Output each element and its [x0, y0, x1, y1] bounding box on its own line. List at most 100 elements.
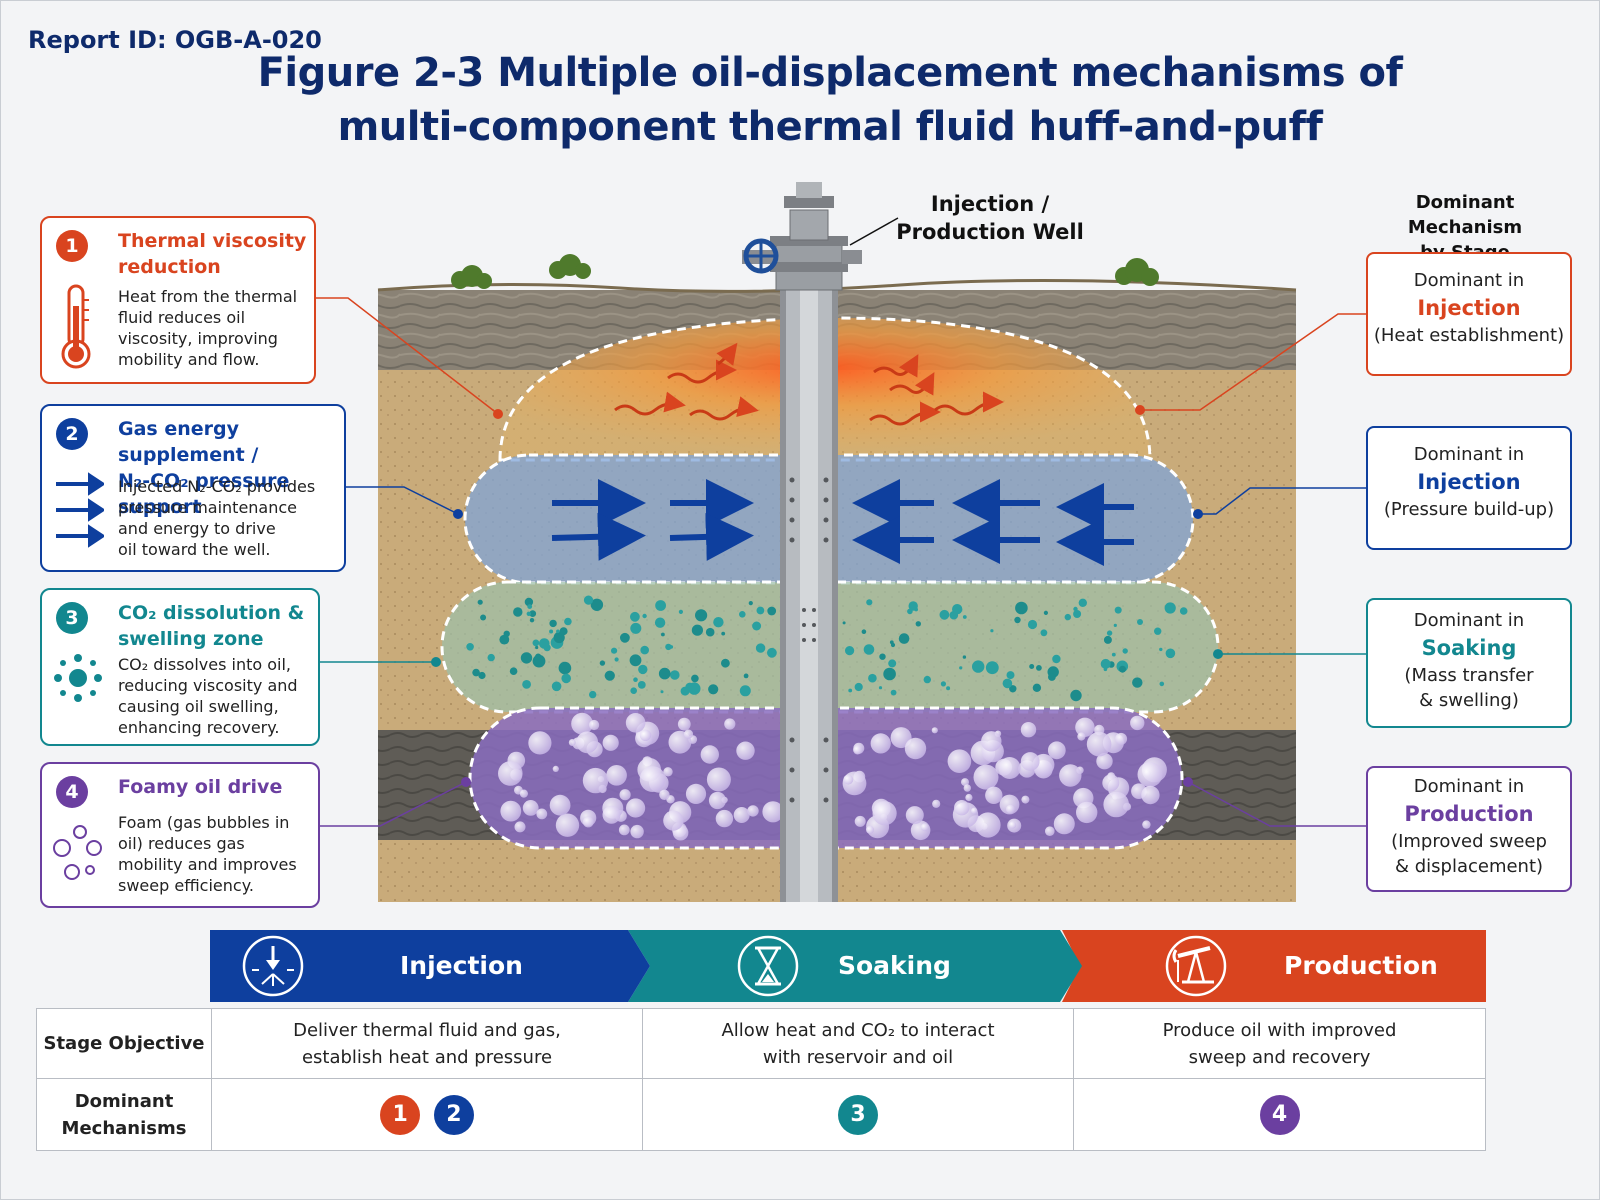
- desc-line: viscosity, improving: [118, 329, 278, 348]
- pumpjack-icon: [1165, 935, 1227, 997]
- desc-line: enhancing recovery.: [118, 718, 280, 737]
- valve-wheel-icon: [743, 238, 779, 274]
- mechanism-card-3: 3 CO₂ dissolution & swelling zone CO₂ di…: [40, 588, 320, 746]
- table-cell: Deliver thermal fluid and gas, establish…: [211, 1008, 643, 1079]
- hourglass-icon: [737, 935, 799, 997]
- injection-icon: [242, 935, 304, 997]
- table-cell: Produce oil with improved sweep and reco…: [1073, 1008, 1486, 1079]
- mechanism-number: 2: [56, 418, 88, 450]
- mechanism-card-1: 1 Thermal viscosity reduction Heat from …: [40, 216, 316, 384]
- desc-line: Injected N₂-CO₂ provides: [118, 477, 316, 496]
- mechanism-title: CO₂ dissolution & swelling zone: [118, 600, 304, 652]
- table-cell: 3: [642, 1078, 1074, 1151]
- desc-line: Foam (gas bubbles in: [118, 813, 290, 832]
- dominant-phase: Injection: [1417, 470, 1521, 494]
- objective-line: with reservoir and oil: [762, 1046, 954, 1068]
- well-label: Injection / Production Well: [880, 190, 1100, 246]
- title-line-2: multi-component thermal fluid huff-and-p…: [337, 104, 1323, 150]
- title-line-1: Figure 2-3 Multiple oil-displacement mec…: [257, 50, 1403, 96]
- mechanism-number: 3: [56, 602, 88, 634]
- dominant-phase: Production: [1404, 802, 1534, 826]
- figure-title: Figure 2-3 Multiple oil-displacement mec…: [250, 46, 1410, 154]
- desc-line: reducing viscosity and: [118, 676, 298, 695]
- mechanism-title-line-1: Foamy oil drive: [118, 776, 283, 798]
- wellbore: [742, 182, 862, 902]
- row-header: Stage Objective: [36, 1008, 212, 1079]
- mechanism-badge: 4: [1259, 1094, 1300, 1135]
- mechanism-description: Injected N₂-CO₂ provides pressure mainte…: [118, 476, 315, 560]
- table-row: Dominant Mechanisms 1 2 3 4: [36, 1078, 1486, 1151]
- bush-icon: [451, 265, 492, 289]
- row-header-line: Mechanisms: [61, 1117, 187, 1139]
- mechanism-title: Thermal viscosity reduction: [118, 228, 306, 280]
- well-label-line-1: Injection /: [930, 192, 1050, 216]
- dominant-note: (Improved sweep: [1391, 831, 1547, 852]
- stage-production: Production: [1284, 930, 1438, 1002]
- dominant-box-3: Dominant in Soaking (Mass transfer & swe…: [1366, 598, 1572, 728]
- dominant-note: & displacement): [1394, 856, 1544, 877]
- objective-line: establish heat and pressure: [301, 1046, 553, 1068]
- molecules-icon: [54, 654, 102, 702]
- mechanism-number: 1: [56, 230, 88, 262]
- well-label-line-2: Production Well: [896, 220, 1084, 244]
- desc-line: fluid reduces oil: [118, 308, 246, 327]
- mechanism-badge: 1: [380, 1094, 421, 1135]
- stage-label: Soaking: [838, 951, 951, 980]
- desc-line: pressure maintenance: [118, 498, 298, 517]
- dominant-note: (Mass transfer: [1404, 665, 1534, 686]
- mechanism-title: Foamy oil drive: [118, 774, 282, 800]
- dominant-box-4: Dominant in Production (Improved sweep &…: [1366, 766, 1572, 892]
- dominant-lead: Dominant in: [1413, 776, 1525, 797]
- desc-line: Heat from the thermal: [118, 287, 298, 306]
- stage-label: Injection: [400, 951, 523, 980]
- table-cell: 4: [1073, 1078, 1486, 1151]
- dominant-phase: Soaking: [1421, 636, 1517, 660]
- mechanism-title-line-1: Thermal viscosity: [118, 230, 307, 252]
- dominant-lead: Dominant in: [1413, 444, 1525, 465]
- desc-line: mobility and improves: [118, 855, 297, 874]
- row-header-line: Dominant: [74, 1090, 174, 1112]
- objective-line: Deliver thermal fluid and gas,: [293, 1019, 561, 1041]
- mechanism-title-line-1: Gas energy supplement /: [118, 418, 259, 466]
- thermometer-icon: [61, 284, 91, 369]
- mechanism-title-line-2: N₂-CO₂ pressure support: [118, 470, 290, 518]
- bubbles-icon: [53, 825, 102, 880]
- desc-line: oil toward the well.: [118, 540, 271, 559]
- desc-line: causing oil swelling,: [118, 697, 279, 716]
- dominant-phase: Injection: [1417, 296, 1521, 320]
- dominant-note: (Pressure build-up): [1383, 499, 1555, 520]
- mechanism-title-line-1: CO₂ dissolution &: [118, 602, 305, 624]
- dominant-header-line-1: Dominant Mechanism: [1407, 192, 1523, 238]
- dominant-lead: Dominant in: [1413, 270, 1525, 291]
- dominant-note: & swelling): [1419, 690, 1519, 711]
- mechanism-description: Foam (gas bubbles in oil) reduces gas mo…: [118, 812, 297, 896]
- stage-injection: Injection: [400, 930, 523, 1002]
- mechanism-title: Gas energy supplement / N₂-CO₂ pressure …: [118, 416, 344, 520]
- mechanism-badge: 3: [838, 1094, 878, 1135]
- dominant-note: (Heat establishment): [1373, 325, 1565, 346]
- desc-line: CO₂ dissolves into oil,: [118, 655, 292, 674]
- report-id: Report ID: OGB-A-020: [28, 26, 322, 54]
- table-cell: Allow heat and CO₂ to interact with rese…: [642, 1008, 1074, 1079]
- row-header: Dominant Mechanisms: [36, 1078, 212, 1151]
- objective-line: sweep and recovery: [1188, 1046, 1371, 1068]
- dominant-box-2: Dominant in Injection (Pressure build-up…: [1366, 426, 1572, 550]
- stage-band: [210, 930, 1486, 1002]
- dominant-box-1: Dominant in Injection (Heat establishmen…: [1366, 252, 1572, 376]
- mechanism-description: CO₂ dissolves into oil, reducing viscosi…: [118, 654, 298, 738]
- stage-label: Production: [1284, 951, 1438, 980]
- mechanism-card-2: 2 Gas energy supplement / N₂-CO₂ pressur…: [40, 404, 346, 572]
- stage-soaking: Soaking: [838, 930, 951, 1002]
- objective-line: Produce oil with improved: [1162, 1019, 1397, 1041]
- table-row: Stage Objective Deliver thermal fluid an…: [36, 1008, 1486, 1079]
- mechanism-title-line-2: swelling zone: [118, 628, 264, 650]
- arrows-icon: [56, 472, 104, 548]
- stage-table: Stage Objective Deliver thermal fluid an…: [36, 1008, 1486, 1151]
- desc-line: mobility and flow.: [118, 350, 260, 369]
- mechanism-number: 4: [56, 776, 88, 808]
- mechanism-badge: 2: [433, 1094, 474, 1135]
- table-cell: 1 2: [211, 1078, 643, 1151]
- desc-line: oil) reduces gas: [118, 834, 245, 853]
- objective-line: Allow heat and CO₂ to interact: [721, 1019, 995, 1041]
